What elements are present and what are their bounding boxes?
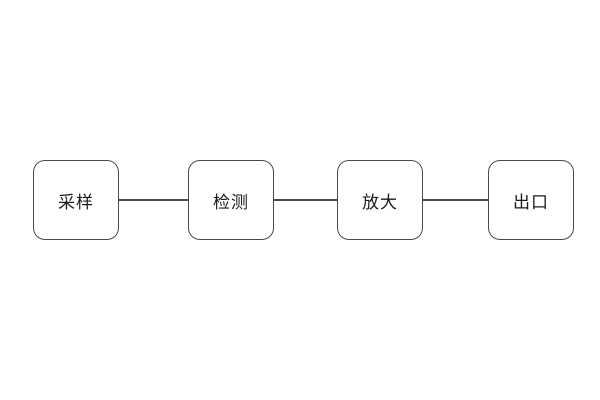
connector-sampling-detection (118, 199, 189, 201)
connector-amplify-outlet (422, 199, 489, 201)
node-label-amplify: 放大 (362, 192, 398, 212)
node-label-sampling: 采样 (58, 192, 94, 212)
flow-node-sampling: 采样 (33, 160, 119, 240)
node-label-outlet: 出口 (513, 192, 549, 212)
connector-detection-amplify (273, 199, 338, 201)
flow-node-amplify: 放大 (337, 160, 423, 240)
flow-node-outlet: 出口 (488, 160, 574, 240)
node-label-detection: 检测 (213, 192, 249, 212)
flow-node-detection: 检测 (188, 160, 274, 240)
